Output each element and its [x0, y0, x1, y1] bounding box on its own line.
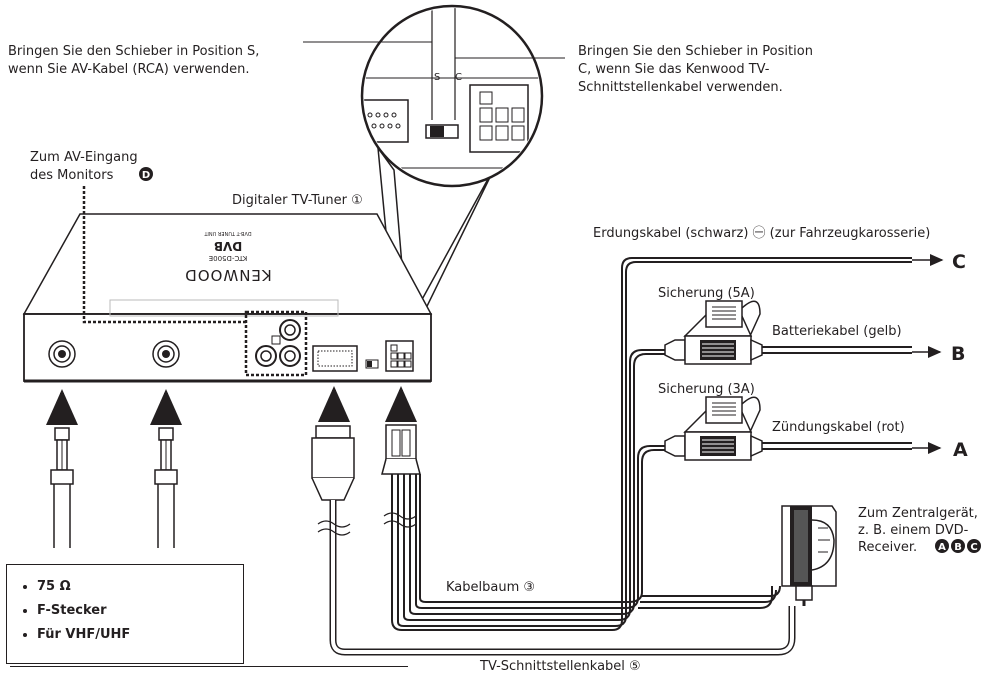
label-fuse-3a: Sicherung (3A) [658, 382, 755, 397]
terminal-b: B [951, 343, 965, 365]
switch-letter-s: S [434, 72, 440, 83]
callout-switch-s-line1: Bringen Sie den Schieber in Position S, [8, 44, 259, 59]
label-central-line1: Zum Zentralgerät, [858, 506, 978, 521]
bottom-rule [10, 666, 408, 667]
antenna-spec-box: 75 Ω F-Stecker Für VHF/UHF [6, 564, 244, 664]
callout-av-input-line2: des Monitors [30, 168, 114, 183]
callout-switch-c-line2: C, wenn Sie das Kenwood TV- [578, 62, 770, 77]
terminal-a: A [953, 439, 968, 461]
spec-impedance: 75 Ω [37, 575, 243, 599]
marker-b-badge: B [951, 539, 965, 553]
ground-wire [636, 254, 944, 266]
power-connector-zoom [469, 84, 529, 153]
label-ignition-cable: Zündungskabel (rot) [772, 420, 905, 435]
spec-connector: F-Stecker [37, 599, 243, 623]
tv-tuner-device: KENWOOD KTC-D500E DVB DVB-T TUNER UNIT [22, 213, 433, 383]
label-fuse-5a: Sicherung (5A) [658, 286, 755, 301]
central-unit-connector [781, 505, 837, 606]
antenna-jack-2 [152, 340, 180, 368]
callout-tuner: Digitaler TV-Tuner ① [232, 193, 363, 208]
label-central-line2: z. B. einem DVD- [858, 523, 969, 538]
tv-interface-cable [311, 425, 796, 656]
switch-zoom-detail: S C [360, 4, 544, 338]
antenna-jack-1 [48, 340, 76, 368]
marker-a-badge: A [935, 539, 949, 553]
marker-c-badge: C [967, 539, 981, 553]
svg-text:C: C [970, 542, 977, 553]
fuse-5a [664, 300, 942, 365]
power-port [385, 340, 414, 372]
svg-text:A: A [938, 542, 946, 553]
label-harness: Kabelbaum ③ [446, 580, 535, 595]
rca-jacks [244, 310, 308, 377]
label-ground-cable: Erdungskabel (schwarz) ㊀ (zur Fahrzeugka… [593, 226, 930, 241]
device-model: KTC-D500E [209, 254, 248, 262]
device-subtitle: DVB-T TUNER UNIT [203, 230, 251, 236]
device-brand: KENWOOD [184, 266, 272, 284]
antenna-plug-1 [50, 427, 74, 548]
marker-d-badge: D [139, 167, 153, 181]
callout-switch-c-line3: Schnittstellenkabel verwenden. [578, 80, 783, 95]
spec-band: Für VHF/UHF [37, 623, 243, 647]
callout-av-input-line1: Zum AV-Eingang [30, 150, 138, 165]
insert-arrows [46, 386, 417, 425]
switch-letter-c: C [455, 72, 462, 83]
callout-switch-c-line1: Bringen Sie den Schieber in Position [578, 44, 813, 59]
fuse-3a [664, 396, 942, 461]
wiring-harness [381, 257, 912, 631]
label-battery-cable: Batteriekabel (gelb) [772, 324, 902, 339]
callout-switch-s-line2: wenn Sie AV-Kabel (RCA) verwenden. [8, 62, 250, 77]
antenna-plug-2 [154, 427, 178, 548]
connector-pins [364, 112, 401, 129]
svg-text:B: B [954, 542, 962, 553]
tv-interface-port [312, 345, 358, 372]
label-central-line3: Receiver. [858, 540, 917, 555]
device-logo: DVB [214, 239, 242, 253]
svg-text:D: D [142, 170, 150, 181]
slide-switch: S C [425, 8, 462, 139]
terminal-c: C [952, 251, 966, 273]
label-tv-interface-cable: TV-Schnittstellenkabel ⑤ [479, 659, 641, 673]
